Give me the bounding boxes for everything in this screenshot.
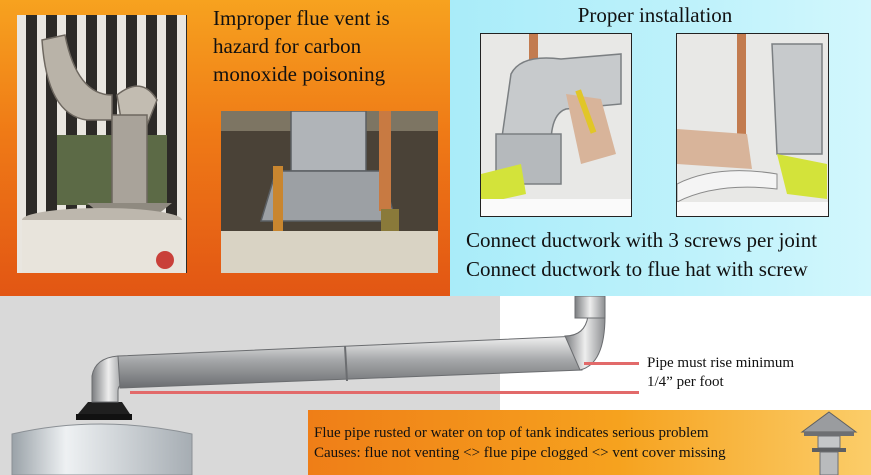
instruction-screws-per-joint: Connect ductwork with 3 screws per joint (466, 228, 818, 252)
proper-installation-title: Proper installation (577, 3, 733, 27)
improper-line-1: Improper flue vent is (213, 6, 390, 30)
flue-problem-warning-box (308, 410, 871, 475)
pipe-rise-note-line-2: 1/4” per foot (647, 374, 724, 390)
instruction-flue-hat-screw: Connect ductwork to flue hat with screw (466, 257, 808, 281)
pipe-rise-note-line-1: Pipe must rise minimum (647, 355, 795, 371)
improper-line-3: monoxide poisoning (213, 62, 386, 86)
warning-line-1: Flue pipe rusted or water on top of tank… (314, 425, 709, 441)
proper-install-photo-1 (480, 33, 632, 217)
proper-install-photo-2 (676, 33, 829, 217)
level-reference-line (130, 391, 639, 394)
improper-vent-photo-closeup (221, 111, 438, 273)
warning-line-2: Causes: flue not venting <> flue pipe cl… (314, 445, 726, 461)
vent-cap-icon (800, 411, 858, 475)
improper-line-2: hazard for carbon (213, 34, 362, 58)
improper-vent-warning-text: Improper flue vent is hazard for carbon … (213, 4, 448, 88)
improper-vent-photo-tall (17, 15, 187, 273)
pipe-rise-indicator-line (584, 362, 639, 365)
water-heater-vent-diagram (11, 296, 606, 475)
